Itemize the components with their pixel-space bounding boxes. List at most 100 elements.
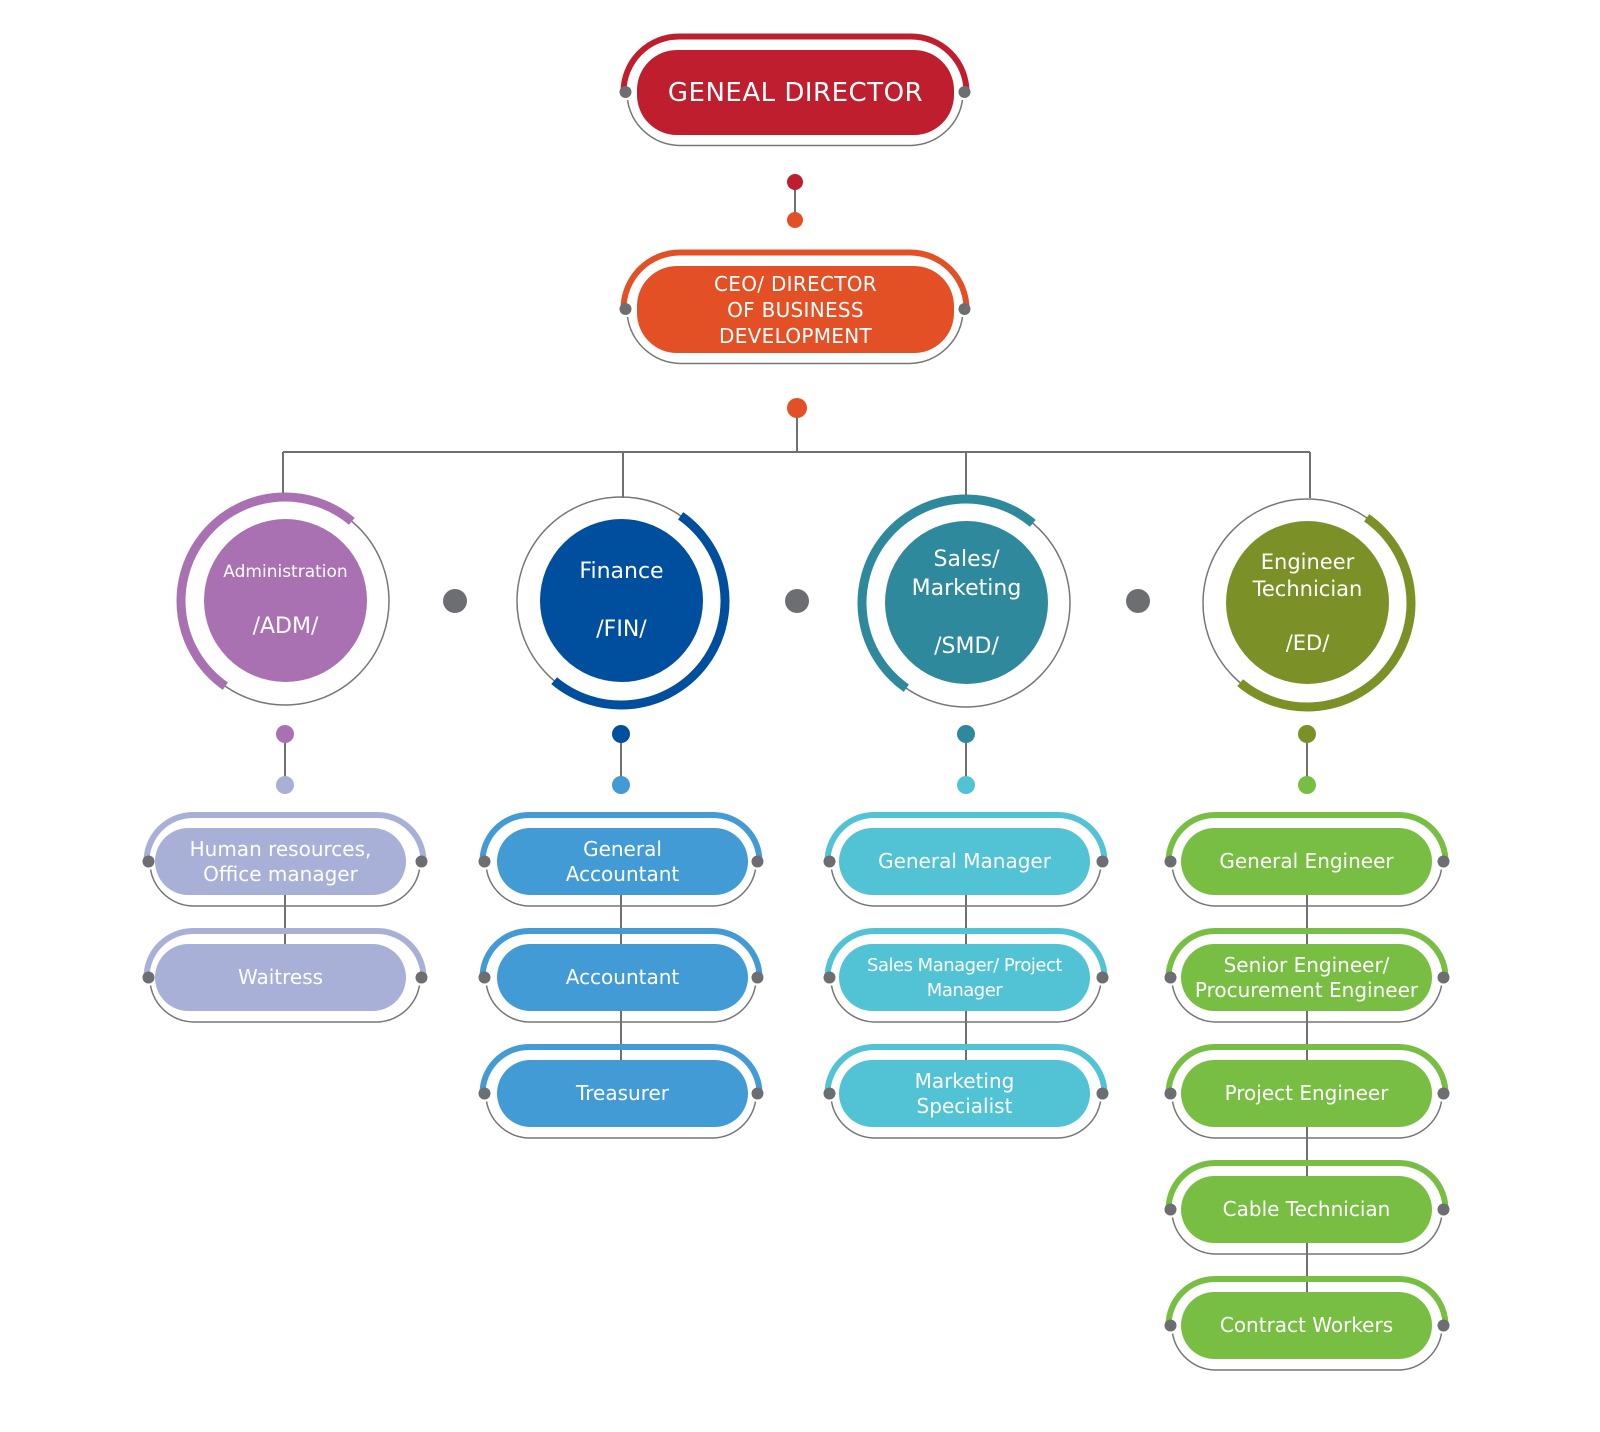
role-frame-top-arc	[1165, 1044, 1449, 1094]
separator-dot	[785, 589, 809, 613]
role-frame-bottom-arc	[1171, 1333, 1443, 1371]
role-frame-right-dot	[1096, 971, 1109, 984]
role-label: General Manager	[878, 849, 1051, 873]
dept-code-sales-marketing: /SMD/	[934, 633, 999, 659]
role-frame-bottom-arc	[149, 985, 421, 1023]
department-role-dot-top	[276, 725, 294, 743]
dept-code-finance: /FIN/	[596, 617, 647, 642]
role-frame-right-dot	[1096, 1087, 1109, 1100]
role-frame-top-arc	[824, 1044, 1108, 1094]
role-frame-bottom-arc	[1171, 985, 1443, 1023]
role-label: Waitress	[237, 965, 324, 989]
role-frame-top-arc	[1165, 1276, 1449, 1326]
role-box-treasurer: Treasurer	[497, 1060, 748, 1127]
ceo-frame-right-dot	[958, 303, 971, 315]
role-box-cable-technician: Cable Technician	[1181, 1176, 1432, 1243]
role-frame-left-dot	[823, 1087, 836, 1100]
role-box-accountant: Accountant	[497, 944, 748, 1011]
role-box-human-resources: Human resources, Office manager	[155, 828, 406, 895]
role-frame-left-dot	[1164, 1203, 1177, 1216]
separator-dot	[443, 589, 467, 613]
role-frame-top-arc	[143, 928, 427, 978]
role-frame-bottom-arc	[485, 869, 757, 907]
separator-dot	[1126, 589, 1150, 613]
role-label: Senior Engineer/ Procurement Engineer	[1194, 952, 1419, 1002]
role-label: Contract Workers	[1219, 1313, 1394, 1337]
role-frame-bottom-arc	[830, 985, 1102, 1023]
general-director-box: GENEAL DIRECTOR	[637, 50, 954, 135]
role-frame-right-dot	[1437, 1087, 1450, 1100]
director-ceo-dot-bottom	[787, 212, 803, 228]
role-label: General Engineer	[1219, 849, 1394, 873]
role-frame-bottom-arc	[1171, 1217, 1443, 1255]
dept-name-engineer-technician: Engineer Technician	[1252, 549, 1363, 601]
role-frame-bottom-arc	[485, 985, 757, 1023]
role-frame-top-arc	[824, 812, 1108, 862]
role-frame-left-dot	[823, 971, 836, 984]
dept-name-sales-marketing: Sales/ Marketing	[911, 546, 1022, 601]
role-box-sales-manager: Sales Manager/ Project Manager	[839, 944, 1090, 1011]
role-label: Accountant	[565, 965, 680, 989]
role-frame-right-dot	[415, 971, 428, 984]
role-frame-bottom-arc	[830, 869, 1102, 907]
role-label: Project Engineer	[1224, 1081, 1389, 1105]
role-frame-right-dot	[415, 855, 428, 868]
role-frame-bottom-arc	[149, 869, 421, 907]
role-frame-top-arc	[1165, 812, 1449, 862]
role-label: Sales Manager/ Project Manager	[867, 954, 1062, 1001]
ceo-frame-top-arc	[620, 249, 970, 310]
role-box-marketing-specialist: Marketing Specialist	[839, 1060, 1090, 1127]
role-frame-bottom-arc	[830, 1101, 1102, 1139]
role-frame-left-dot	[1164, 1319, 1177, 1332]
department-role-dot-top	[1298, 725, 1316, 743]
role-frame-bottom-arc	[1171, 1101, 1443, 1139]
general-director-label: GENEAL DIRECTOR	[667, 77, 924, 108]
role-frame-top-arc	[143, 812, 427, 862]
dept-name-finance: Finance	[579, 559, 664, 584]
dept-circle-sales-marketing: Sales/ Marketing /SMD/	[885, 521, 1048, 684]
role-frame-left-dot	[1164, 971, 1177, 984]
role-box-general-engineer: General Engineer	[1181, 828, 1432, 895]
role-label: Human resources, Office manager	[189, 836, 372, 886]
role-label: Treasurer	[575, 1081, 670, 1105]
department-accent-arc	[1237, 514, 1416, 712]
general-director-frame-bottom-arc	[626, 99, 964, 147]
ceo-bus-dot	[787, 398, 807, 418]
department-accent-arc	[857, 494, 1036, 692]
department-role-dot-bottom	[1298, 776, 1316, 794]
role-label: Cable Technician	[1222, 1197, 1391, 1221]
role-box-general-manager: General Manager	[839, 828, 1090, 895]
role-frame-top-arc	[479, 1044, 763, 1094]
role-frame-right-dot	[1437, 1203, 1450, 1216]
dept-circle-engineer-technician: Engineer Technician /ED/	[1226, 521, 1389, 684]
role-frame-left-dot	[1164, 1087, 1177, 1100]
dept-circle-administration: Administration /ADM/	[204, 519, 367, 682]
department-role-dot-top	[612, 725, 630, 743]
role-label: Marketing Specialist	[914, 1068, 1015, 1118]
general-director-frame-left-dot	[619, 86, 632, 98]
department-role-dot-top	[957, 725, 975, 743]
department-role-dot-bottom	[612, 776, 630, 794]
department-role-dot-bottom	[957, 776, 975, 794]
role-label: General Accountant	[565, 836, 680, 886]
role-box-general-accountant: General Accountant	[497, 828, 748, 895]
dept-name-administration: Administration	[223, 561, 348, 582]
general-director-frame-top-arc	[620, 33, 970, 93]
department-accent-arc	[176, 492, 355, 690]
ceo-label: CEO/ DIRECTOR OF BUSINESS DEVELOPMENT	[714, 271, 877, 348]
ceo-box: CEO/ DIRECTOR OF BUSINESS DEVELOPMENT	[637, 266, 954, 353]
role-frame-left-dot	[142, 971, 155, 984]
role-frame-left-dot	[478, 855, 491, 868]
ceo-frame-bottom-arc	[626, 316, 964, 365]
role-frame-right-dot	[1437, 855, 1450, 868]
role-frame-left-dot	[478, 971, 491, 984]
role-box-project-engineer: Project Engineer	[1181, 1060, 1432, 1127]
role-frame-right-dot	[1437, 1319, 1450, 1332]
role-frame-right-dot	[751, 971, 764, 984]
department-accent-arc	[551, 512, 730, 710]
role-box-waitress: Waitress	[155, 944, 406, 1011]
role-frame-left-dot	[1164, 855, 1177, 868]
role-frame-bottom-arc	[485, 1101, 757, 1139]
role-frame-bottom-arc	[1171, 869, 1443, 907]
